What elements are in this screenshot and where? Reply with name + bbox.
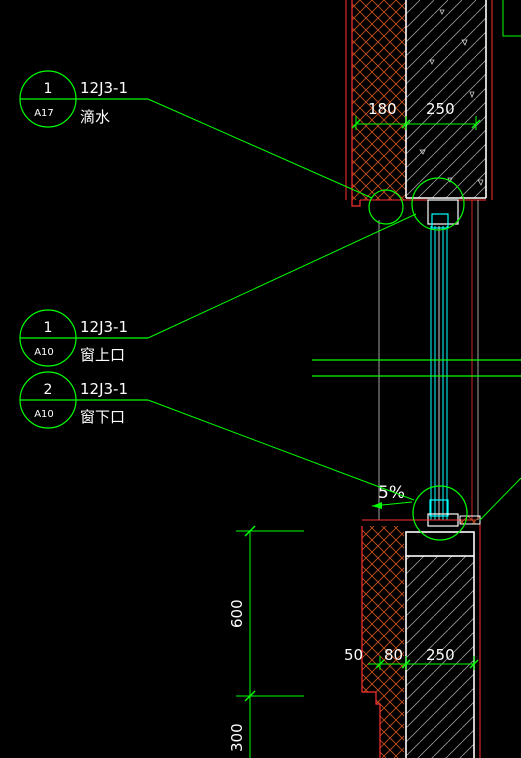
callout-ref: 12J3-1 bbox=[80, 380, 128, 398]
callout-number: 1 bbox=[44, 320, 53, 336]
callout-3-window-bottom: 2 A10 12J3-1 窗下口 bbox=[19, 371, 415, 501]
slope-arrow bbox=[371, 501, 413, 509]
callout-sheet: A10 bbox=[34, 347, 54, 358]
dim-bottom-b: 80 bbox=[384, 646, 403, 664]
detail-circle-drip bbox=[368, 189, 404, 225]
dim-bottom-c: 250 bbox=[426, 646, 455, 664]
detail-circle-window-top bbox=[411, 177, 465, 231]
window-assembly bbox=[312, 199, 521, 527]
callout-2-window-top: 1 A10 12J3-1 窗上口 bbox=[19, 213, 417, 367]
top-dimension-line bbox=[351, 116, 481, 130]
callout-desc: 窗上口 bbox=[80, 346, 125, 364]
callout-number: 1 bbox=[44, 81, 53, 97]
dim-top-left: 180 bbox=[368, 100, 397, 118]
bottom-wall bbox=[361, 477, 521, 758]
callout-ref: 12J3-1 bbox=[80, 79, 128, 97]
callout-desc: 滴水 bbox=[80, 108, 110, 126]
callout-sheet: A17 bbox=[34, 108, 54, 119]
detail-circle-window-bottom bbox=[412, 485, 468, 541]
top-brick-hatch bbox=[352, 0, 406, 200]
dim-bottom-a: 50 bbox=[344, 646, 363, 664]
callout-number: 2 bbox=[44, 382, 53, 398]
vertical-dimension-line bbox=[236, 525, 304, 758]
top-concrete-hatch bbox=[406, 0, 486, 198]
slope-label: 5% bbox=[378, 483, 405, 503]
callout-sheet: A10 bbox=[34, 409, 54, 420]
dim-vertical-a: 600 bbox=[228, 599, 246, 628]
callout-1-drip: 1 A17 12J3-1 滴水 bbox=[19, 70, 373, 199]
callout-desc: 窗下口 bbox=[80, 408, 125, 426]
dim-top-right: 250 bbox=[426, 100, 455, 118]
bottom-dimension-line bbox=[368, 656, 479, 670]
dim-vertical-b: 300 bbox=[228, 723, 246, 752]
top-wall bbox=[345, 0, 521, 207]
callout-ref: 12J3-1 bbox=[80, 318, 128, 336]
